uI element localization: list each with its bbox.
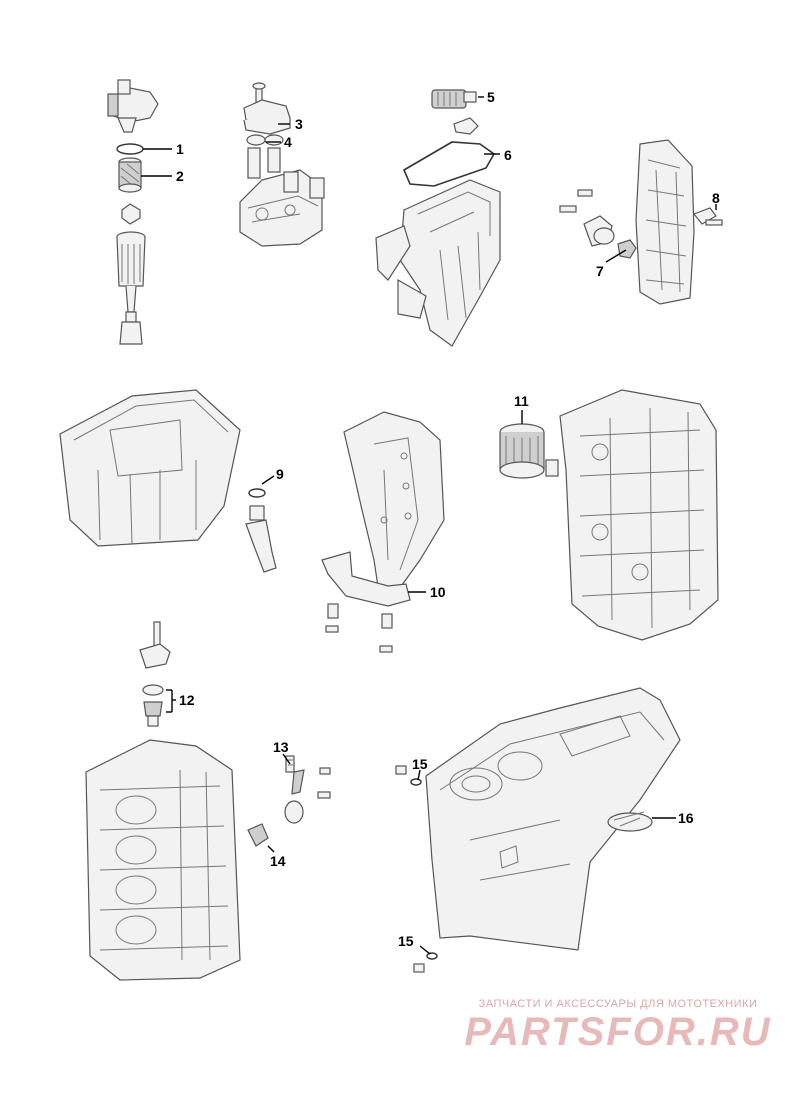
plug-part-7 bbox=[617, 239, 637, 259]
engine-block-assembly bbox=[499, 389, 719, 641]
fuel-filter-assembly bbox=[107, 79, 159, 345]
mount-part-16 bbox=[607, 811, 653, 832]
cylinder-head-assembly bbox=[85, 739, 331, 981]
leader-lines bbox=[141, 96, 717, 955]
clip-part-8 bbox=[693, 207, 723, 226]
callout-2: 2 bbox=[176, 168, 184, 184]
callout-15-lower: 15 bbox=[398, 933, 414, 949]
washer-part-12a bbox=[142, 684, 164, 696]
callout-1: 1 bbox=[176, 141, 184, 157]
intake-housing-assembly bbox=[375, 89, 501, 347]
callout-11: 11 bbox=[514, 393, 529, 409]
midsection-assembly bbox=[395, 687, 681, 973]
washer-part-15-upper bbox=[395, 765, 422, 786]
temperature-sensor-assembly bbox=[139, 621, 171, 727]
seal-part-4a bbox=[246, 134, 266, 146]
callout-12: 12 bbox=[179, 692, 195, 708]
watermark-logo: PARTSFOR.RU bbox=[464, 1010, 772, 1054]
watermark: ЗАПЧАСТИ И АКСЕССУАРЫ ДЛЯ МОТОТЕХНИКИ PA… bbox=[458, 998, 778, 1054]
callout-14: 14 bbox=[270, 853, 286, 869]
pump-housing-assembly bbox=[239, 82, 325, 247]
exhaust-cover-assembly bbox=[559, 139, 723, 305]
oil-pan-assembly bbox=[59, 389, 277, 573]
bracket-assembly bbox=[321, 411, 445, 653]
callout-15-upper: 15 bbox=[412, 756, 428, 772]
callout-16: 16 bbox=[678, 810, 694, 826]
sensor-part-12b bbox=[143, 701, 163, 727]
sensor-part-5 bbox=[431, 89, 477, 109]
callout-9: 9 bbox=[276, 466, 284, 482]
callout-6: 6 bbox=[504, 147, 512, 163]
callout-3: 3 bbox=[295, 116, 303, 132]
washer-part-15-lower bbox=[413, 952, 438, 973]
callout-8: 8 bbox=[712, 190, 720, 206]
o-ring-part-1 bbox=[116, 143, 144, 155]
callout-10: 10 bbox=[430, 584, 446, 600]
oil-filter-part-11 bbox=[499, 423, 545, 479]
retaining-ring-part-9 bbox=[248, 488, 266, 498]
watermark-tagline: ЗАПЧАСТИ И АКСЕССУАРЫ ДЛЯ МОТОТЕХНИКИ bbox=[478, 998, 758, 1010]
callout-7: 7 bbox=[596, 263, 604, 279]
callout-5: 5 bbox=[487, 89, 495, 105]
seal-part-4b bbox=[264, 134, 284, 146]
gasket-part-6 bbox=[402, 141, 496, 187]
callout-4: 4 bbox=[284, 134, 292, 150]
callout-13: 13 bbox=[273, 739, 289, 755]
filter-element-part-2 bbox=[118, 157, 142, 193]
plug-part-14 bbox=[247, 823, 269, 847]
